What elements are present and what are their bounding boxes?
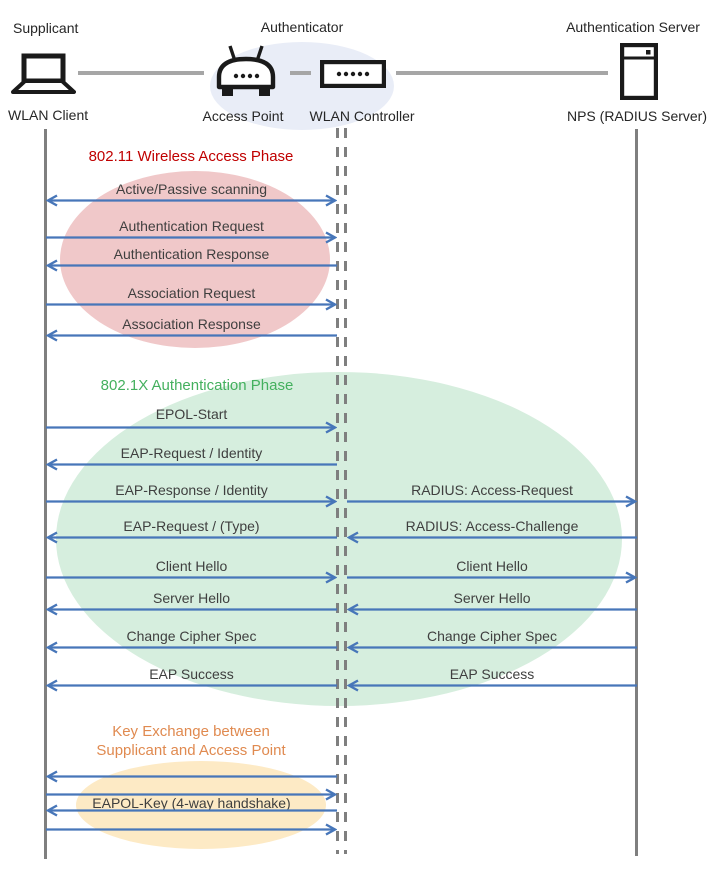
message-label: Client Hello: [456, 558, 528, 574]
role-label-supplicant: Supplicant: [13, 20, 79, 36]
message-label: EAP Success: [449, 666, 535, 682]
arrow-both: [46, 194, 337, 207]
arrow-right: [46, 298, 337, 311]
message-label: RADIUS: Access-Request: [411, 482, 573, 498]
role-label-authenticator: Authenticator: [260, 19, 344, 35]
message-label: EPOL-Start: [155, 406, 228, 422]
message-label: Server Hello: [152, 590, 231, 606]
message-label: RADIUS: Access-Challenge: [405, 518, 579, 534]
message-label: EAP-Request / Identity: [120, 445, 263, 461]
message-label: Change Cipher Spec: [427, 628, 557, 644]
lifeline-controller-right: [344, 128, 347, 854]
message-label: EAPOL-Key (4-way handshake): [92, 795, 291, 811]
access-point-icon: [216, 45, 276, 96]
arrow-right: [347, 571, 637, 584]
connector-line: [78, 71, 204, 75]
role-label-auth-server: Authentication Server: [566, 19, 700, 35]
message-label: Association Request: [127, 285, 256, 301]
arrow-left: [46, 329, 337, 342]
phase-title-8021x: 802.1X Authentication Phase: [100, 377, 294, 394]
arrow-right: [46, 421, 337, 434]
lifeline-controller-left: [336, 128, 339, 854]
message-label: EAP-Response / Identity: [115, 482, 268, 498]
message-label: Server Hello: [453, 590, 531, 606]
arrow-left: [347, 679, 637, 692]
connector-line: [396, 71, 608, 75]
arrow-left: [46, 804, 337, 817]
arrow-left: [46, 641, 337, 654]
device-label-wlan-client: WLAN Client: [8, 107, 89, 123]
laptop-icon: [11, 53, 76, 94]
arrow-left: [46, 603, 337, 616]
message-label: Client Hello: [155, 558, 228, 574]
message-label: Change Cipher Spec: [126, 628, 257, 644]
message-label: Active/Passive scanning: [116, 181, 267, 197]
server-icon: [620, 43, 658, 100]
phase-title-key-exchange: Key Exchange between Supplicant and Acce…: [96, 723, 286, 759]
arrow-left: [46, 531, 337, 544]
arrow-right: [46, 231, 337, 244]
arrow-left: [46, 259, 337, 272]
arrow-left: [46, 770, 337, 783]
arrow-left: [46, 679, 337, 692]
device-label-nps-server: NPS (RADIUS Server): [566, 108, 708, 124]
arrow-right: [46, 571, 337, 584]
device-label-wlan-controller: WLAN Controller: [309, 108, 415, 124]
arrow-right: [46, 823, 337, 836]
connector-dash: [290, 71, 311, 75]
lifeline-wlan-client: [44, 129, 47, 859]
device-label-access-point: Access Point: [202, 108, 284, 124]
wlan-controller-icon: [320, 60, 386, 88]
arrow-left: [347, 603, 637, 616]
arrow-left: [347, 531, 637, 544]
phase-title-80211: 802.11 Wireless Access Phase: [88, 148, 294, 165]
lifeline-radius-server: [635, 129, 638, 856]
message-label: Authentication Response: [113, 246, 270, 262]
arrow-left: [347, 641, 637, 654]
message-label: Authentication Request: [119, 218, 264, 234]
message-label: EAP-Request / (Type): [123, 518, 260, 534]
message-label: Association Response: [122, 316, 261, 332]
arrow-left: [46, 458, 337, 471]
message-label: EAP Success: [149, 666, 234, 682]
arrow-right: [46, 788, 337, 801]
arrow-right: [46, 495, 337, 508]
arrow-right: [347, 495, 637, 508]
